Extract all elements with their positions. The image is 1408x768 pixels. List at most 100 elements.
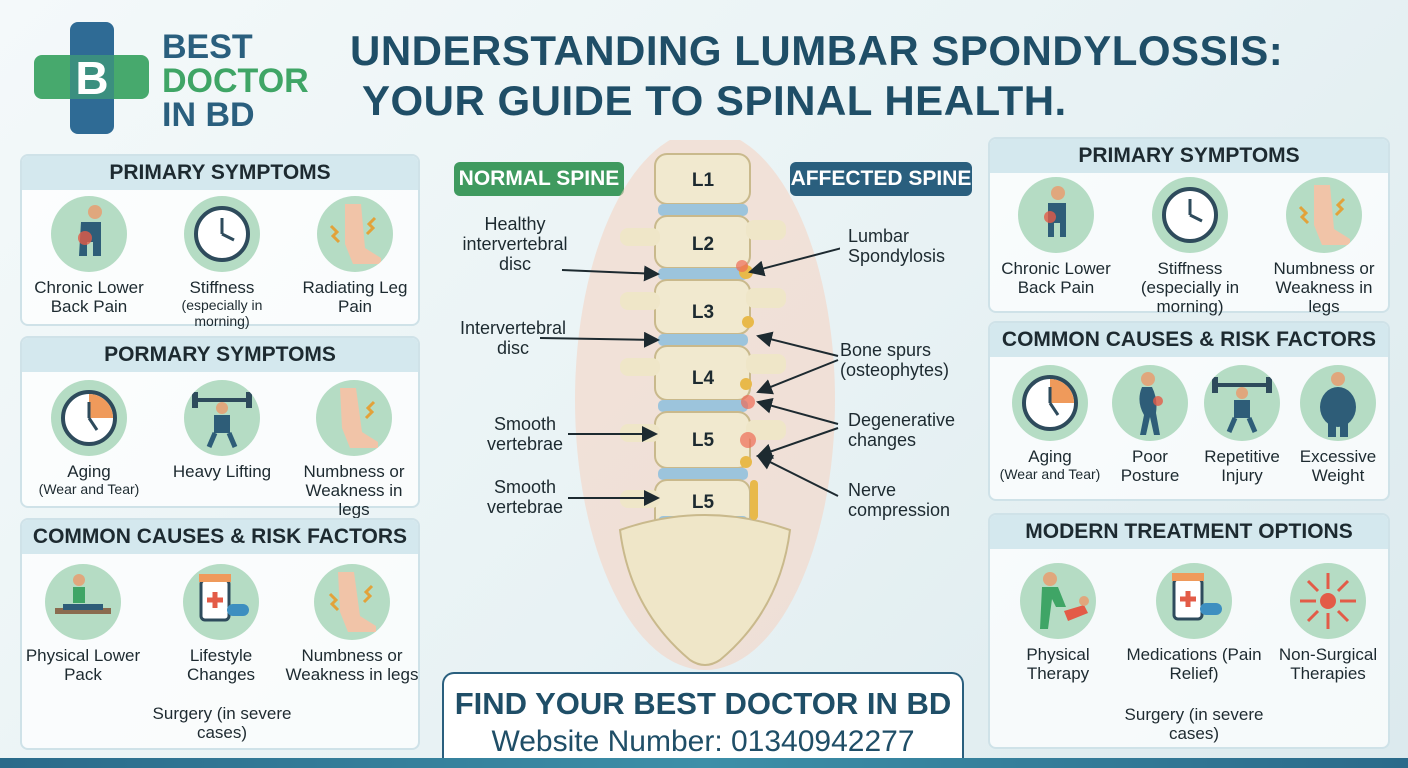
normal-spine-tag: NORMAL SPINE (454, 162, 624, 196)
vertebra-label: L5 (692, 492, 715, 513)
cause-label: Lifestyle Changes (186, 646, 256, 684)
weightlifter-icon (184, 380, 260, 456)
cause-label: Physical Lower Pack (25, 646, 141, 684)
disc (658, 204, 748, 216)
vertebra-l2 (620, 215, 786, 269)
cause-label: Aging (1028, 447, 1072, 466)
vertebra-l3 (620, 279, 786, 335)
symptom-item: Radiating Leg Pain (290, 196, 420, 316)
cause-item: Numbness or Weakness in legs (288, 380, 420, 519)
panel-heading: COMMON CAUSES & RISK FACTORS (990, 323, 1388, 357)
cause-label: Heavy Lifting (172, 462, 272, 481)
symptom-item: Numbness or Weakness in legs (1260, 177, 1388, 316)
symptom-item: Chronic Lower Back Pain (24, 196, 154, 316)
panel-heading: PORMARY SYMPTOMS (22, 338, 418, 372)
brand-logo[interactable]: B BEST DOCTOR IN BD (34, 22, 334, 137)
label-degenerative-changes: Degenerative changes (848, 410, 956, 450)
symptom-item: Stiffness (especially in morning) (1126, 177, 1254, 316)
disc (658, 334, 748, 346)
label-nerve-compression: Nerve compression (848, 480, 951, 520)
symptom-sublabel: (especially in morning) (181, 297, 263, 329)
cause-item: Aging (Wear and Tear) (992, 365, 1108, 482)
right-treatment-panel: MODERN TREATMENT OPTIONS Physical Therap… (988, 513, 1390, 749)
clock-icon (1152, 177, 1228, 253)
annotation-arrows (539, 247, 840, 506)
symptom-label: Stiffness (especially in morning) (1140, 259, 1240, 316)
cause-label: Repetitive Injury (1204, 447, 1280, 485)
label-healthy-disc: Healthy intervertebral disc (462, 214, 568, 274)
logo-letter: B (75, 52, 108, 104)
clock-icon (184, 196, 260, 272)
cause-item: Heavy Lifting (167, 380, 277, 481)
bone-spur (740, 456, 752, 468)
vertebra-label: L3 (692, 302, 714, 323)
cause-item: Aging (Wear and Tear) (24, 380, 154, 497)
cause-label: Excessive Weight (1299, 447, 1377, 485)
back-pain-icon (1018, 177, 1094, 253)
bone-spur (740, 378, 752, 390)
cause-item: Repetitive Injury (1194, 365, 1290, 485)
treatment-label: Non-Surgical Therapies (1278, 645, 1378, 683)
back-pain-icon (51, 196, 127, 272)
brand-line-2: DOCTOR (162, 62, 309, 100)
left-pormary-symptoms-panel: PORMARY SYMPTOMS Aging (Wear and Tear) H… (20, 336, 420, 519)
cause-label: Numbness or Weakness in legs (303, 462, 405, 519)
physio-icon (45, 564, 121, 640)
cause-item: Physical Lower Pack (24, 564, 142, 684)
left-causes-panel: COMMON CAUSES & RISK FACTORS Physical Lo… (20, 518, 420, 750)
symptom-label: Stiffness (189, 278, 255, 297)
treatment-item: Medications (Pain Relief) (1126, 563, 1262, 683)
vertebra-label: L1 (692, 170, 715, 191)
cta-box[interactable]: FIND YOUR BEST DOCTOR IN BD Website Numb… (442, 672, 964, 768)
treatment-item: Physical Therapy (994, 563, 1122, 683)
bone-spur (742, 316, 754, 328)
label-smooth-vertebrae-2: Smooth vertebrae (486, 477, 564, 517)
medical-cross-logo-icon: B (34, 22, 149, 134)
symptom-label: Radiating Leg Pain (302, 278, 408, 316)
sacrum (618, 514, 792, 666)
panel-heading: PRIMARY SYMPTOMS (22, 156, 418, 190)
label-intervertebral-disc: Intervertebral disc (459, 318, 567, 358)
cause-item: Excessive Weight (1288, 365, 1388, 485)
symptom-label: Numbness or Weakness in legs (1273, 259, 1375, 316)
leg-pain-icon (317, 196, 393, 272)
brand-line-1: BEST (162, 28, 253, 66)
left-primary-symptoms-panel: PRIMARY SYMPTOMS Chronic Lower Back Pain… (20, 154, 420, 329)
label-smooth-vertebrae: Smooth vertebrae (486, 414, 564, 454)
vertebra-label: L5 (692, 430, 715, 451)
page-title: UNDERSTANDING LUMBAR SPONDYLOSSIS: YOUR … (350, 26, 1400, 126)
label-bone-spurs: Bone spurs (osteophytes) (840, 340, 950, 380)
surgery-note: Surgery (in severe cases) (1124, 705, 1264, 743)
cause-label: Aging (67, 462, 111, 481)
vertebra-label: L2 (692, 234, 714, 255)
cause-sublabel: (Wear and Tear) (38, 481, 140, 497)
cause-sublabel: (Wear and Tear) (999, 466, 1101, 482)
right-primary-symptoms-panel: PRIMARY SYMPTOMS Chronic Lower Back Pain… (988, 137, 1390, 316)
posture-icon (1112, 365, 1188, 441)
clock-icon (51, 380, 127, 456)
cause-item: Numbness or Weakness in legs (282, 564, 422, 684)
symptom-item: Stiffness (especially in morning) (157, 196, 287, 329)
disc (658, 400, 748, 412)
clock-icon (1012, 365, 1088, 441)
panel-heading: MODERN TREATMENT OPTIONS (990, 515, 1388, 549)
vertebra-l4 (620, 345, 786, 401)
treatment-item: Non-Surgical Therapies (1266, 563, 1390, 683)
leg-pain-icon (1286, 177, 1362, 253)
disc (658, 468, 748, 480)
symptom-label: Chronic Lower Back Pain (34, 278, 144, 316)
physio-icon (1020, 563, 1096, 639)
leg-pain-icon (314, 564, 390, 640)
cause-item: Lifestyle Changes (166, 564, 276, 684)
medication-icon (183, 564, 259, 640)
weight-icon (1300, 365, 1376, 441)
treatment-label: Physical Therapy (1026, 645, 1090, 683)
panel-heading: PRIMARY SYMPTOMS (990, 139, 1388, 173)
symptom-item: Chronic Lower Back Pain (992, 177, 1120, 297)
title-line-1: UNDERSTANDING LUMBAR SPONDYLOSSIS: (350, 27, 1284, 74)
medication-icon (1156, 563, 1232, 639)
vertebra-label: L4 (692, 368, 715, 389)
cta-phone[interactable]: Website Number: 01340942277 (491, 725, 915, 758)
affected-spine-tag: AFFECTED SPINE (790, 162, 972, 196)
disc (658, 268, 748, 280)
